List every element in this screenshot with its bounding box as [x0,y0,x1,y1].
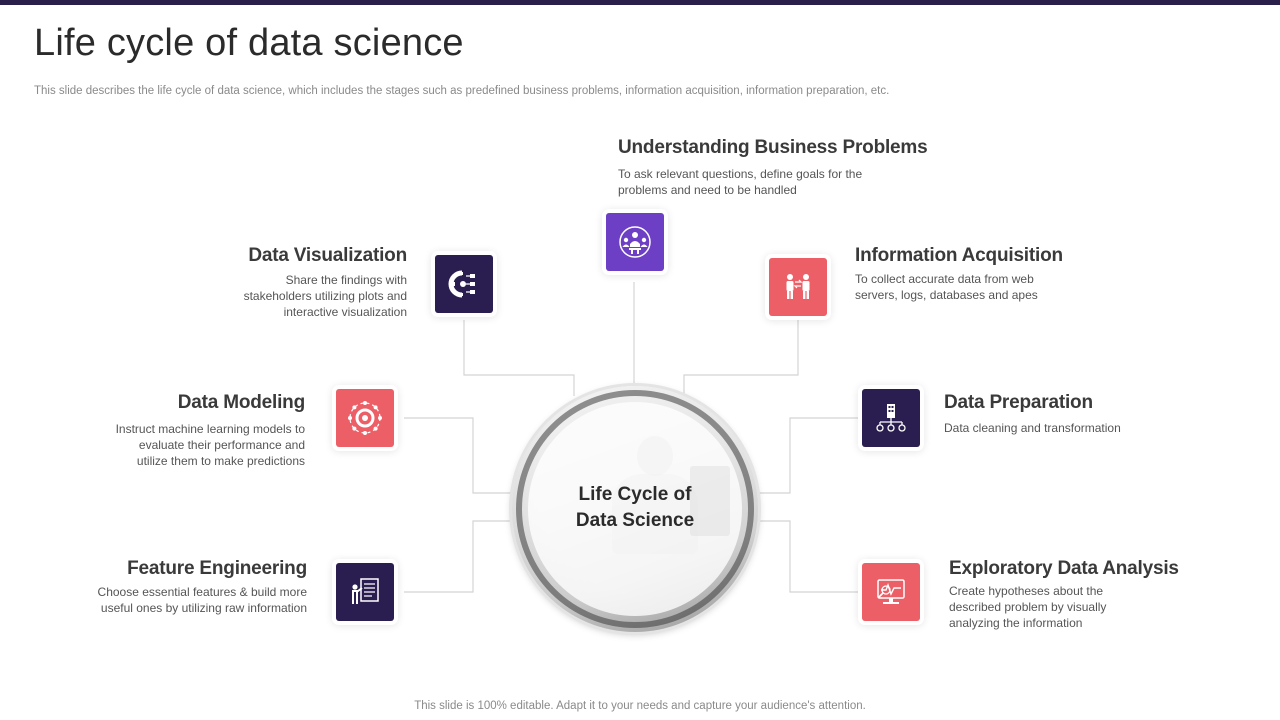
stage-icon-understanding [606,213,664,271]
connector-feature [404,520,516,593]
team-meeting-icon [619,226,651,258]
hierarchy-icon [876,404,906,432]
connector-eda [756,520,860,593]
center-circle: Life Cycle of Data Science [512,386,758,632]
presenter-board-icon [352,578,379,604]
stage-icon-preparation [862,389,920,447]
connector-visualization [463,320,575,396]
stage-desc-modeling: Instruct machine learning models to eval… [65,421,305,469]
stage-desc-eda: Create hypotheses about the described pr… [949,583,1189,631]
stage-desc-line: Create hypotheses about the [949,584,1104,598]
people-exchange-icon [786,274,810,299]
stage-icon-feature [336,563,394,621]
stage-title-visualization: Data Visualization [248,245,407,266]
slide-subtitle: This slide describes the life cycle of d… [34,85,890,97]
stage-desc-line: To collect accurate data from web [855,272,1034,286]
stage-desc-line: problems and need to be handled [618,183,797,197]
stage-desc-line: Share the findings with [285,273,407,287]
stage-title-preparation: Data Preparation [944,392,1093,413]
stage-icon-acquisition [769,258,827,316]
stage-icon-visualization [435,255,493,313]
stage-title-acquisition: Information Acquisition [855,245,1063,266]
connector-acquisition [683,320,799,396]
stage-desc-line: evaluate their performance and [138,438,305,452]
center-label-line2: Data Science [575,510,695,531]
stage-desc-line: interactive visualization [283,305,407,319]
center-label-line1: Life Cycle of [578,484,692,505]
stage-title-understanding: Understanding Business Problems [618,137,928,158]
connector-modeling [404,417,516,494]
stage-desc-visualization: Share the findings with stakeholders uti… [187,272,407,320]
slide-footer: This slide is 100% editable. Adapt it to… [414,700,866,712]
stage-icon-eda [862,563,920,621]
stage-desc-line: utilize them to make predictions [136,454,305,468]
connector-preparation [756,417,860,494]
slide-title: Life cycle of data science [34,22,464,64]
stage-desc-acquisition: To collect accurate data from web server… [855,271,1115,303]
stage-desc-line: described problem by visually [949,600,1107,614]
stage-desc-line: servers, logs, databases and apes [855,288,1038,302]
stage-desc-feature: Choose essential features & build more u… [47,584,307,616]
stage-desc-line: Instruct machine learning models to [115,422,305,436]
gear-list-icon [448,270,475,298]
stage-desc-preparation: Data cleaning and transformation [944,420,1184,436]
stage-desc-line: useful ones by utilizing raw information [100,601,307,615]
stage-title-modeling: Data Modeling [177,392,305,413]
stage-desc-line: Choose essential features & build more [97,585,307,599]
monitor-analysis-icon [877,579,905,604]
top-accent-bar [0,0,1280,5]
center-label: Life Cycle of Data Science [512,482,758,534]
center-overlay [528,402,742,616]
stage-title-feature: Feature Engineering [127,558,307,579]
center-ring [516,390,754,628]
stage-icon-modeling [336,389,394,447]
stage-desc-line: Data cleaning and transformation [944,421,1121,435]
stage-title-eda: Exploratory Data Analysis [949,558,1179,579]
stage-desc-line: analyzing the information [949,616,1083,630]
stage-desc-line: To ask relevant questions, define goals … [618,167,863,181]
stage-desc-line: stakeholders utilizing plots and [243,289,407,303]
gear-network-icon [348,401,382,435]
stage-desc-understanding: To ask relevant questions, define goals … [618,166,918,198]
